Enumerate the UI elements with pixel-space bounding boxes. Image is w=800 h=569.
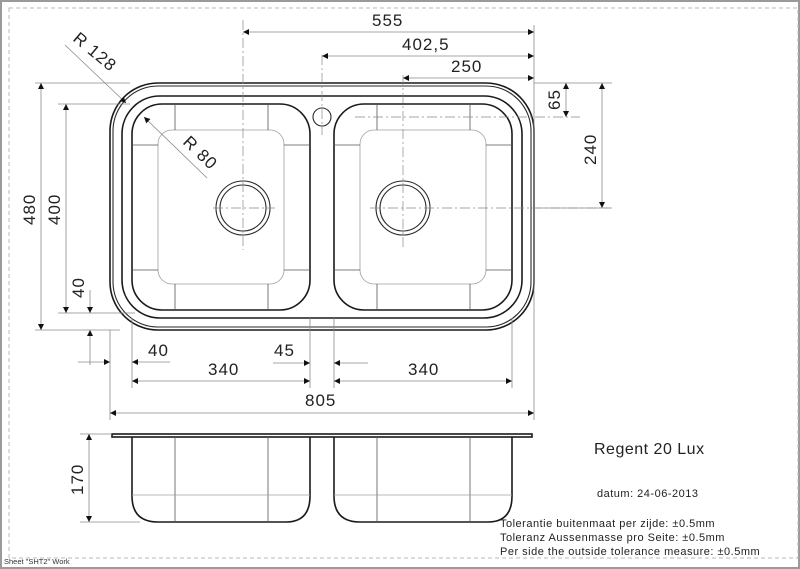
tap-hole-icon (312, 107, 332, 127)
date-label: datum: 24-06-2013 (597, 488, 698, 500)
sheet-frame (8, 7, 799, 559)
dim-45: 45 (274, 341, 295, 360)
tolerance-nl: Tolerantie buitenmaat per zijde: ±0.5mm (500, 518, 715, 530)
tolerance-en: Per side the outside tolerance measure: … (500, 546, 760, 558)
dim-r80: R 80 (179, 132, 221, 173)
dim-555: 555 (372, 11, 403, 30)
sink-top-view (109, 20, 610, 331)
dim-402-5: 402,5 (402, 35, 450, 54)
sheet-label: Sheet "SHT2" Work (4, 557, 70, 566)
dim-240: 240 (581, 134, 600, 165)
tolerance-de: Toleranz Aussenmasse pro Seite: ±0.5mm (500, 532, 725, 544)
left-bowl-outline (131, 103, 311, 311)
product-name: Regent 20 Lux (594, 441, 705, 458)
dim-250: 250 (451, 57, 482, 76)
dim-400: 400 (45, 194, 64, 225)
dimensions: 555 402,5 250 65 240 480 400 40 40 340 4… (20, 11, 612, 420)
dim-805: 805 (305, 391, 336, 410)
dim-340-right: 340 (408, 360, 439, 379)
dim-40-vertical: 40 (69, 277, 88, 298)
dim-r128: R 128 (69, 29, 120, 76)
dim-40-horizontal: 40 (148, 341, 169, 360)
dim-340-left: 340 (208, 360, 239, 379)
right-bowl-outline (333, 103, 513, 311)
dim-170: 170 (68, 464, 87, 495)
sink-side-view: 170 (68, 433, 533, 523)
dim-480: 480 (20, 194, 39, 225)
title-block: Regent 20 Lux datum: 24-06-2013 Tolerant… (4, 441, 760, 566)
dim-65: 65 (545, 89, 564, 110)
